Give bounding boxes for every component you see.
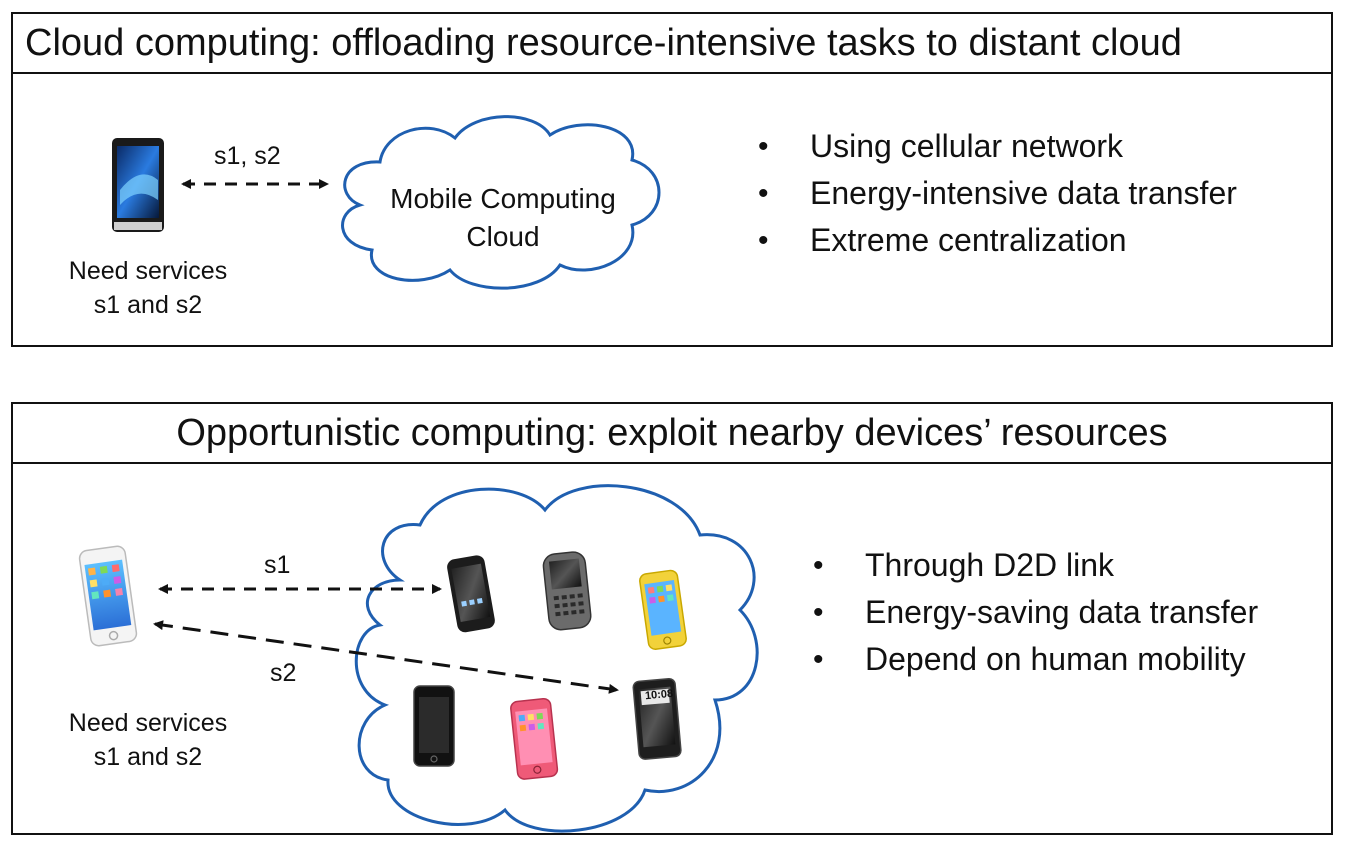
d2d-link-s2-arrow <box>153 620 619 694</box>
cloud-requester-caption: Need services s1 and s2 <box>38 254 258 322</box>
opportunistic-requester-caption: Need services s1 and s2 <box>38 706 258 774</box>
opportunistic-computing-bullets: Through D2D link Energy-saving data tran… <box>813 542 1258 683</box>
caption-line-2: s1 and s2 <box>93 743 203 771</box>
cloud-label-line-1: Mobile Computing <box>390 183 616 214</box>
nearby-qwerty-phone-icon <box>542 551 592 631</box>
nearby-pink-phone-icon <box>510 697 559 780</box>
d2d-link-s2-label: s2 <box>270 659 297 687</box>
cloud-link-label: s1, s2 <box>214 142 281 170</box>
bullet-item: Using cellular network <box>758 123 1237 170</box>
bullet-item: Energy-saving data transfer <box>813 589 1258 636</box>
caption-line-1: Need services <box>68 257 228 285</box>
nearby-nexus-phone-icon <box>447 555 495 633</box>
requester-phone-icon <box>112 138 164 232</box>
htc-clock-text: 10:08 <box>644 687 674 703</box>
bullet-item: Depend on human mobility <box>813 636 1258 683</box>
bullet-item: Extreme centralization <box>758 217 1237 264</box>
bullet-item: Through D2D link <box>813 542 1258 589</box>
cloud-label-line-2: Cloud <box>466 221 540 252</box>
nearby-htc-phone-icon <box>632 677 682 760</box>
nearby-black-phone-icon <box>413 685 455 767</box>
cloud-computing-bullets: Using cellular network Energy-intensive … <box>758 123 1237 264</box>
mobile-computing-cloud-label: Mobile Computing Cloud <box>353 180 653 256</box>
mobile-computing-cloud-shape <box>341 115 661 290</box>
nearby-devices-cloud-shape <box>354 484 759 833</box>
d2d-link-s1-label: s1 <box>264 551 291 579</box>
caption-line-1: Need services <box>68 709 228 737</box>
requester-iphone-icon <box>78 545 138 647</box>
caption-line-2: s1 and s2 <box>93 291 203 319</box>
opportunistic-computing-title: Opportunistic computing: exploit nearby … <box>13 404 1331 464</box>
nearby-yellow-phone-icon <box>639 569 687 650</box>
cloud-computing-title: Cloud computing: offloading resource-int… <box>13 14 1331 74</box>
bullet-item: Energy-intensive data transfer <box>758 170 1237 217</box>
